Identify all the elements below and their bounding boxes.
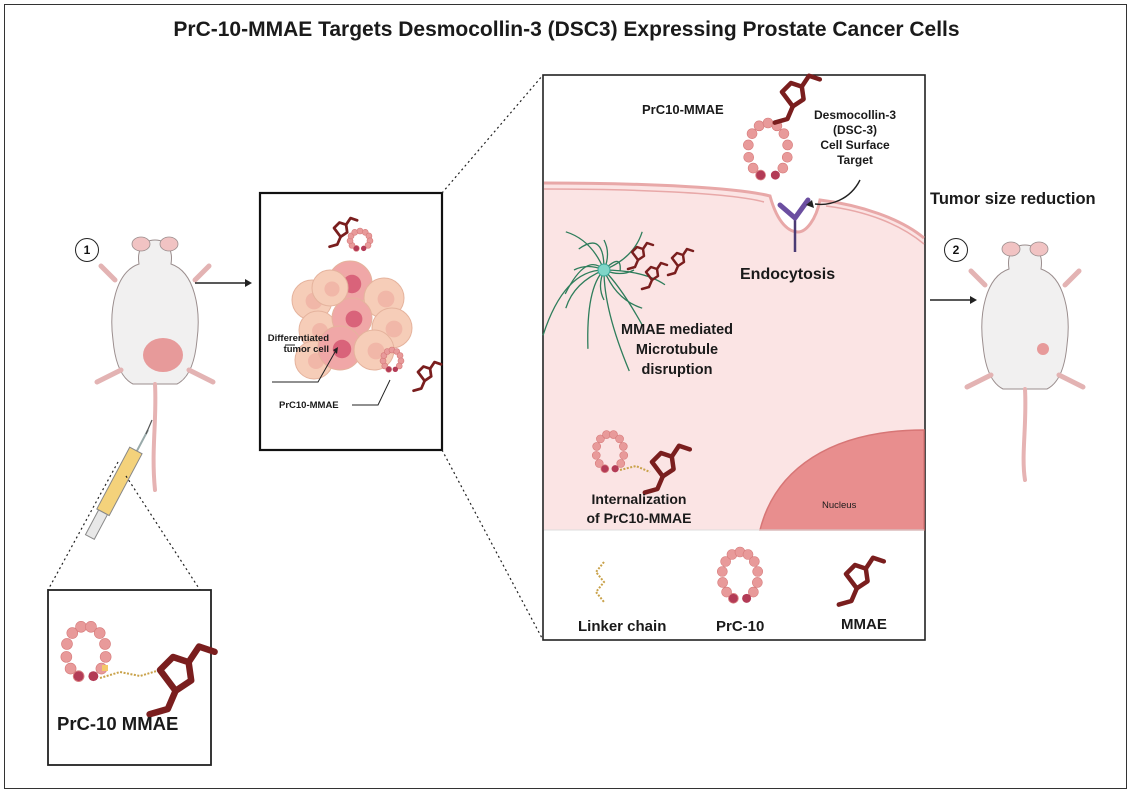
cell-mmae-icon-top (772, 73, 823, 125)
microtubule-line-1: MMAE mediated (621, 322, 733, 338)
tumor-drug-icons (328, 216, 443, 393)
tumor-nucleus-icon (377, 290, 395, 308)
prc10-chain-icon (60, 621, 218, 718)
internalization-label: Internalization of PrC10-MMAE (574, 490, 704, 528)
legend-mmae-icon (836, 555, 887, 607)
tumor-prc10-icon (346, 227, 374, 252)
internalized-mmae-icon (642, 443, 693, 495)
legend-linker-label: Linker chain (578, 618, 667, 635)
step-2-marker: 2 (944, 238, 968, 262)
cell-mmae-icon-1 (626, 241, 655, 271)
microtubule-label: MMAE mediated Microtubule disruption (612, 320, 742, 380)
differentiated-line-1: Differentiated (267, 333, 329, 344)
internalization-line-1: Internalization (591, 491, 687, 507)
internalized-linker-icon (619, 464, 651, 473)
mouse-after-icon (964, 241, 1086, 482)
step-1-marker: 1 (75, 238, 99, 262)
figure-title: PrC-10-MMAE Targets Desmocollin-3 (DSC3)… (173, 18, 960, 41)
tumor-nucleus-icon (385, 320, 403, 338)
target-line-2: (DSC-3) (833, 123, 877, 137)
dsc3-target-label: Desmocollin-3 (DSC-3) Cell Surface Targe… (800, 108, 910, 168)
target-line-1: Desmocollin-3 (813, 108, 897, 122)
drug-box-label: PrC-10 MMAE (57, 713, 179, 734)
legend-linker-icon (594, 561, 606, 603)
microtubule-line-3: disruption (641, 362, 713, 378)
cell-mmae-icon-2 (640, 261, 669, 291)
differentiated-label: Differentiated tumor cell (265, 333, 329, 355)
target-line-3: Cell Surface (820, 138, 890, 152)
drug-structure-box (47, 589, 212, 766)
internalization-line-2: of PrC10-MMAE (586, 510, 692, 526)
tumor-mmae-icon-2 (412, 360, 443, 393)
nucleus-label: Nucleus (822, 500, 857, 511)
microtubule-icon (542, 231, 666, 372)
figure-frame (4, 4, 1127, 789)
cell-drug-label: PrC10-MMAE (642, 102, 724, 117)
tumor-cluster-icon (291, 260, 413, 380)
tumor-mmae-icon-1 (328, 216, 359, 249)
nucleus-shape (759, 429, 925, 531)
tumor-prc10-icon (379, 346, 405, 373)
legend-prc10-label: PrC-10 (716, 618, 765, 635)
microtubule-line-2: Microtubule (635, 342, 719, 358)
tumor-nucleus-icon (324, 281, 340, 297)
target-line-4: Target (837, 153, 873, 167)
arrow-to-receptor (814, 179, 861, 206)
internalized-prc10-icon (591, 430, 629, 474)
dsc3-receptor-icon (777, 197, 811, 252)
syringe-icon (84, 419, 153, 541)
legend-mmae-label: MMAE (841, 616, 887, 633)
outcome-label: Tumor size reduction (930, 190, 1096, 208)
differentiated-line-2: tumor cell (283, 344, 329, 355)
tumor-nucleus-icon (367, 342, 385, 360)
tumor-nucleus-icon (345, 310, 363, 328)
prc10-ring-icon (60, 621, 112, 682)
legend-prc10-icon (717, 546, 763, 604)
cell-drug-icons (591, 73, 887, 607)
mouse-before-icon (94, 236, 216, 492)
cell-cytoplasm (544, 183, 924, 530)
endocytosis-label: Endocytosis (740, 266, 836, 283)
tumor-nucleus-icon (332, 339, 352, 359)
cell-mmae-icon-3 (666, 247, 695, 277)
linker-node-icon (102, 665, 108, 671)
tumor-drug-label: PrC10-MMAE (279, 400, 339, 411)
drug-mmae-icon (146, 643, 218, 718)
